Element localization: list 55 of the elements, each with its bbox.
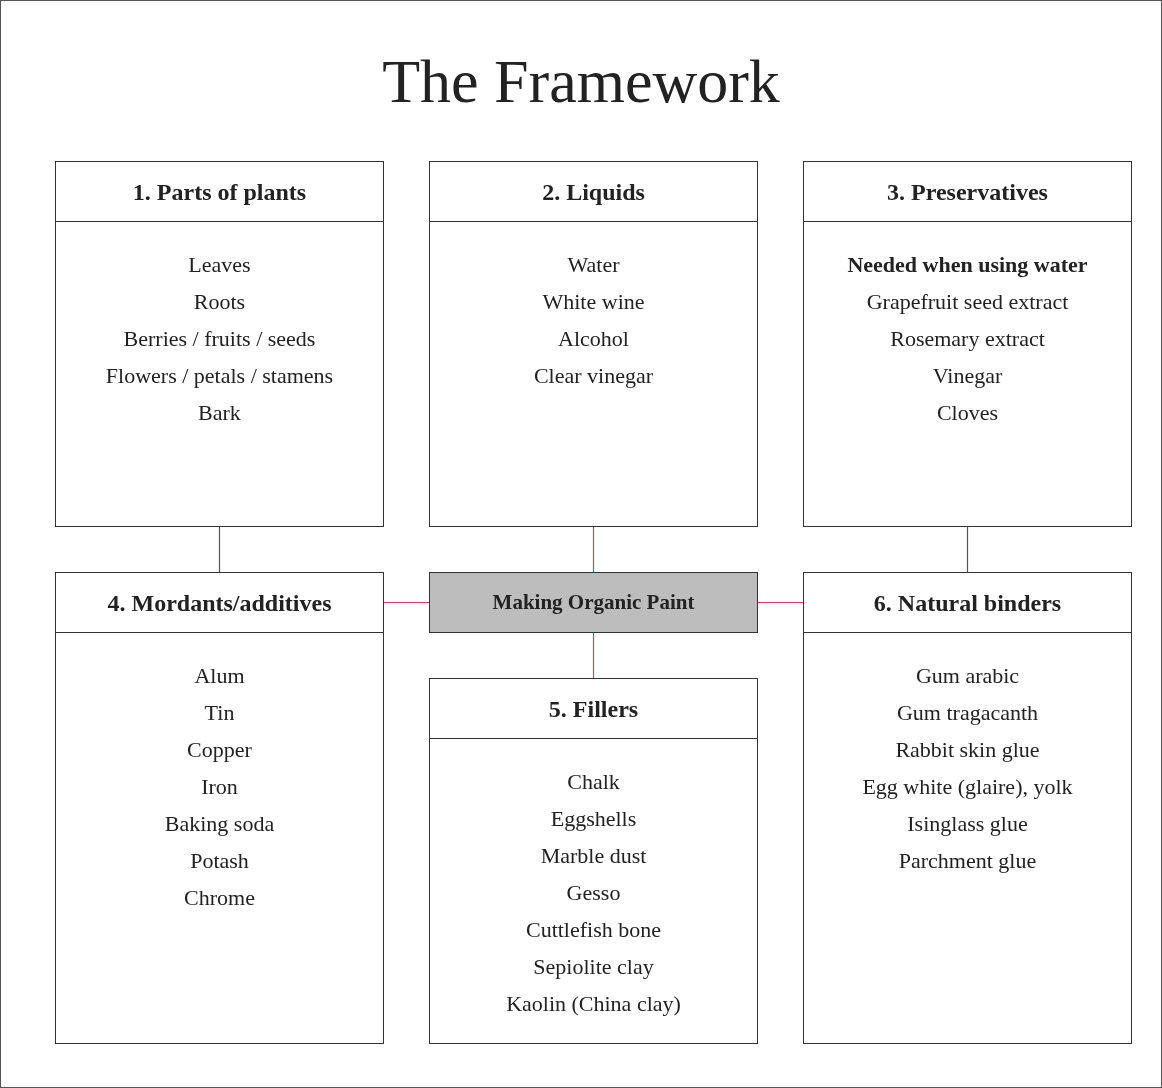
list-item: Flowers / petals / stamens [105,362,334,390]
connector-line [218,526,221,573]
list-item: Leaves [188,251,251,279]
list-item: Bark [198,399,241,427]
list-item: Vinegar [932,362,1003,390]
list-item: Tin [204,699,235,727]
box-heading: 5. Fillers [430,679,757,739]
list-item: White wine [542,288,645,316]
list-item: Cloves [936,399,999,427]
box-heading: 6. Natural binders [804,573,1131,633]
connector-line [383,601,430,604]
list-item: Sepiolite clay [533,953,654,981]
category-box [803,572,1132,1044]
list-item: Potash [190,847,249,875]
list-item: Chalk [567,768,620,796]
list-item: Kaolin (China clay) [506,990,681,1018]
connector-line [757,601,804,604]
list-item: Egg white (glaire), yolk [862,773,1073,801]
list-item: Isinglass glue [907,810,1028,838]
list-note: Needed when using water [847,251,1088,279]
list-item: Cuttlefish bone [525,916,661,944]
central-topic-text: Making Organic Paint [492,590,695,615]
list-item: Rabbit skin glue [895,736,1040,764]
list-item: Eggshells [550,805,637,833]
category-box [55,572,384,1044]
list-item: Gum arabic [915,662,1020,690]
box-heading: 4. Mordants/additives [56,573,383,633]
list-item: Parchment glue [898,847,1037,875]
list-item: Roots [193,288,246,316]
box-heading: 2. Liquids [430,162,757,222]
category-box [55,161,384,527]
category-box [429,161,758,527]
list-item: Water [567,251,620,279]
connector-line [966,526,969,573]
list-item: Alcohol [558,325,629,353]
connector-line [592,632,595,679]
connector-line [592,526,595,573]
list-item: Grapefruit seed extract [866,288,1069,316]
list-item: Copper [187,736,252,764]
category-box [429,678,758,1044]
list-item: Baking soda [164,810,275,838]
category-box [803,161,1132,527]
list-item: Gesso [566,879,621,907]
list-item: Chrome [184,884,255,912]
list-item: Berries / fruits / seeds [123,325,316,353]
list-item: Clear vinegar [533,362,654,390]
list-item: Marble dust [540,842,647,870]
list-item: Gum tragacanth [896,699,1039,727]
diagram-title: The Framework [381,46,781,117]
central-topic-box [429,572,758,633]
box-heading: 1. Parts of plants [56,162,383,222]
list-item: Rosemary extract [890,325,1045,353]
list-item: Alum [194,662,245,690]
list-item: Iron [201,773,238,801]
box-heading: 3. Preservatives [804,162,1131,222]
